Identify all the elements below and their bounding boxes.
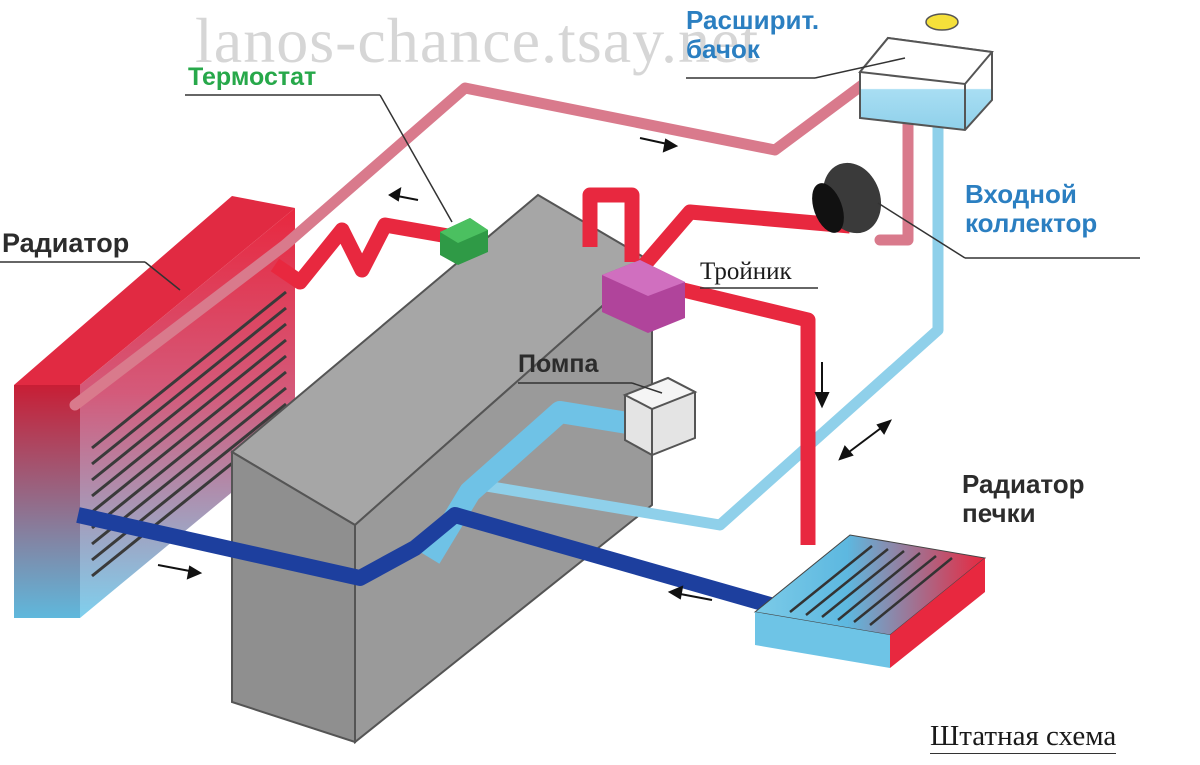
inlet-collector-label-line-2: коллектор (965, 208, 1098, 239)
arrow-icon (388, 187, 419, 202)
watermark: lanos-chance.tsay.net (195, 5, 760, 76)
expansion-tank (858, 13, 994, 132)
expansion-tank-label-line-1: Расширит. (686, 5, 820, 35)
arrow-icon (667, 585, 713, 601)
heater-radiator (753, 534, 987, 668)
expansion-tank-label: Расширит. бачок (686, 5, 820, 65)
tee-label: Тройник (700, 258, 792, 285)
heater-radiator-label-line-2: печки (962, 498, 1036, 529)
arrow-icon (157, 564, 203, 580)
heater-radiator-label-line-1: Радиатор (962, 469, 1085, 499)
pump (622, 376, 698, 457)
cold-line-tank (479, 120, 944, 531)
tank-cap (925, 13, 959, 31)
inlet-collector (812, 162, 882, 234)
flow-arrows (157, 137, 892, 601)
pump-label: Помпа (518, 350, 599, 378)
caption: Штатная схема (930, 720, 1117, 755)
radiator-label: Радиатор (2, 228, 130, 258)
cold-return-line (76, 507, 773, 613)
thermostat (440, 218, 488, 265)
hot-line-radiator (270, 217, 450, 290)
arrow-icon (814, 362, 830, 409)
hot-line-heater (582, 187, 851, 545)
tee (602, 260, 685, 333)
inlet-collector-label-line-1: Входной (965, 179, 1077, 209)
engine-block (230, 193, 654, 745)
arrow-icon (838, 419, 892, 461)
arrow-icon (639, 137, 679, 153)
inlet-collector-label: Входной коллектор (965, 179, 1098, 239)
leader-lines (0, 57, 1140, 394)
expansion-tank-label-line-2: бачок (686, 34, 760, 65)
thermostat-label: Термостат (188, 63, 317, 91)
heater-radiator-label: Радиатор печки (962, 469, 1085, 529)
